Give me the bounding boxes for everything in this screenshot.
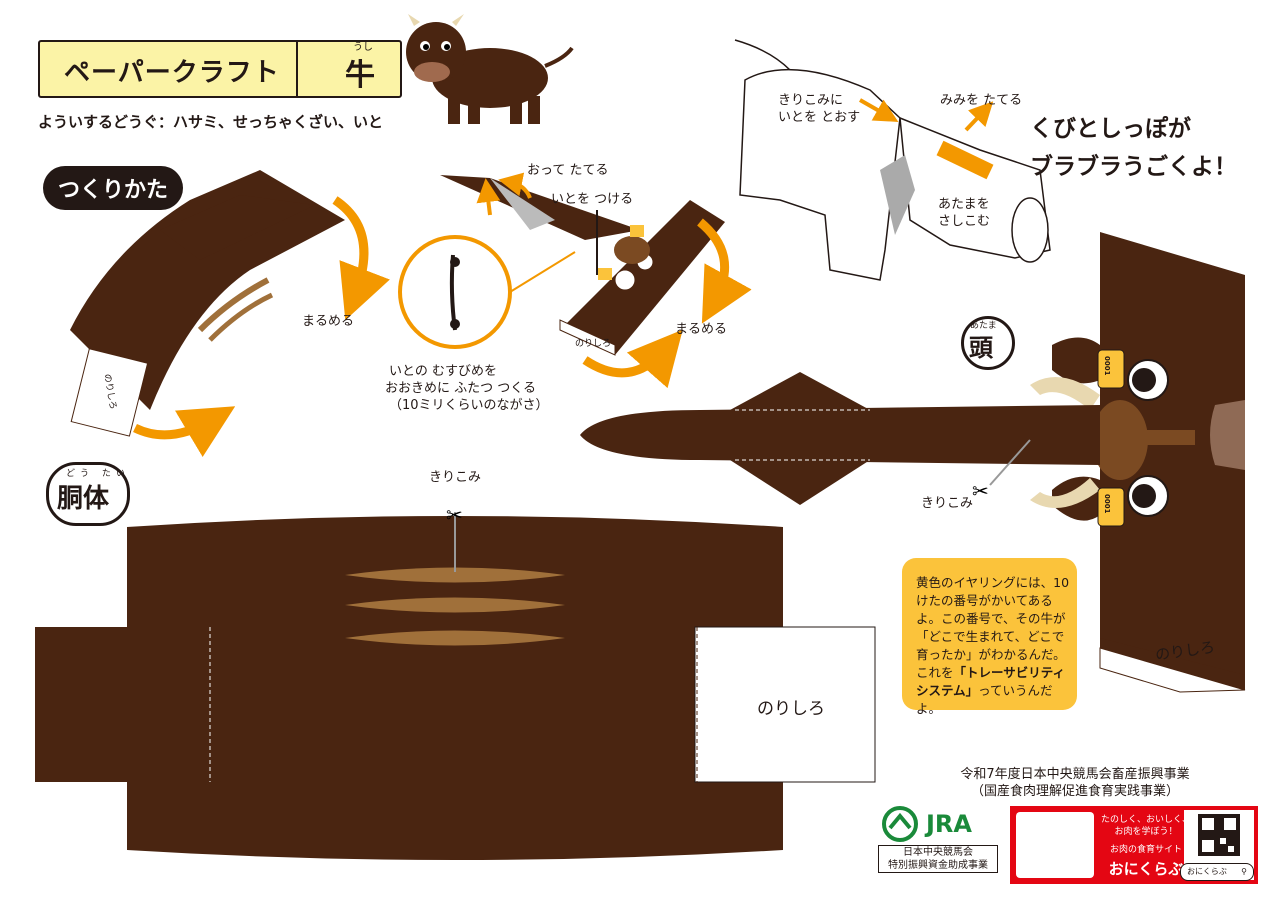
info-line: よ。この番号で、その牛が: [916, 611, 1066, 626]
slogan: くびとしっぽが ブラブラうごくよ！: [1030, 110, 1237, 186]
search-icon: ⚲: [1241, 867, 1247, 876]
credit-line-2: （国産食肉理解促進食育実践事業）: [970, 784, 1179, 799]
ears-fold-label: おって たてる: [527, 163, 609, 178]
info-last-line: これを「トレーサビリティシステム」っていうんだよ。: [916, 664, 1071, 718]
scissors-icon: ✂: [446, 503, 463, 527]
head-section-label: 頭: [969, 334, 993, 362]
slogan-line-1: くびとしっぽが: [1030, 116, 1191, 142]
oniku-name: おにくらぶ: [1108, 860, 1184, 878]
knot-detail-circle: [398, 235, 576, 349]
glue-tab-label-body: のりしろ: [757, 699, 825, 719]
jra-line-2: 特別振興資金助成事業: [888, 860, 988, 871]
info-line: けたの番号がかいてある: [916, 593, 1053, 608]
body-ruby: どう たい: [66, 469, 130, 479]
cut-head-label: きりこみ: [921, 496, 974, 511]
scissors-icon-head: ✂: [972, 479, 989, 503]
oniku-tagline: たのしく、おいしく、 お肉を学ぼう！: [1100, 814, 1192, 838]
subject-title: 牛: [345, 58, 375, 93]
oniku-tagline-2: お肉を学ぼう！: [1114, 827, 1178, 837]
subject-ruby: うし: [353, 42, 373, 53]
roll-label-1: まるめる: [302, 314, 355, 329]
oniku-tagline-1: たのしく、おいしく、: [1100, 815, 1191, 825]
tools-list: よういするどうぐ：ハサミ、せっちゃくざい、いと: [38, 113, 384, 131]
roll-label-2: まるめる: [675, 322, 728, 337]
credit-text: 令和7年度日本中央競馬会畜産振興事業 （国産食肉理解促進食育実践事業）: [910, 766, 1240, 800]
thread-attach-label: いとを つける: [551, 192, 634, 207]
cow-mascot-icon: [406, 14, 574, 124]
cut-thread-label-2: いとを とおす: [778, 110, 861, 125]
search-label: おにくらぶ: [1187, 867, 1227, 876]
body-section-label: 胴体: [57, 484, 110, 514]
search-box[interactable]: おにくらぶ ⚲: [1180, 863, 1254, 881]
jra-logo-text: JRA: [926, 810, 972, 838]
glue-tab-label-step2: のりしろ: [575, 339, 612, 349]
info-suffix: っていうんだよ。: [916, 683, 1053, 716]
jra-logo: JRA: [882, 806, 994, 842]
info-line: 黄色のイヤリングには、10: [916, 575, 1070, 590]
ears-up-label: みみを たてる: [940, 93, 1023, 108]
howto-badge: つくりかた: [43, 166, 183, 210]
title-box: [38, 40, 402, 98]
info-term: 「トレーサビリティシステム」: [916, 665, 1066, 698]
body-section-badge: [46, 462, 130, 526]
oniku-site: お肉の食育サイト: [1109, 845, 1182, 855]
info-line: 育ったか」がわかるんだ。: [916, 647, 1066, 662]
body-pattern: [35, 512, 876, 860]
credit-line-1: 令和7年度日本中央競馬会畜産振興事業: [960, 767, 1190, 782]
knot-note-3: （10ミリくらいのながさ）: [389, 398, 549, 413]
head-section-badge: [961, 316, 1015, 370]
info-text: 黄色のイヤリングには、10 けたの番号がかいてある よ。この番号で、その牛が 「…: [916, 574, 1071, 718]
oniku-mascot-icon: [1016, 812, 1094, 878]
cut-thread-label-1: きりこみに: [778, 93, 844, 108]
head-assembly-diagram: [440, 172, 752, 389]
assembled-cow-diagram: [734, 39, 1051, 281]
head-insert-label-1: あたまを: [938, 197, 990, 212]
ear-tag-number-2: 0001: [1103, 494, 1111, 514]
head-pattern: [580, 232, 1246, 693]
slogan-line-2: ブラブラうごくよ！: [1030, 154, 1237, 180]
info-prefix: これを: [916, 665, 954, 680]
knot-note-1: いとの むすびめを: [389, 364, 498, 379]
knot-note-2: おおきめに ふたつ つくる: [385, 381, 537, 396]
jra-caption: 日本中央競馬会 特別振興資金助成事業: [878, 845, 998, 873]
info-callout: [902, 558, 1077, 710]
body-roll-diagram: [70, 170, 390, 458]
ear-tag-number-1: 0001: [1103, 356, 1111, 376]
info-line: 「どこで生まれて、どこで: [916, 629, 1065, 644]
jra-line-1: 日本中央競馬会: [903, 847, 973, 858]
page-title: ペーパークラフト: [64, 58, 280, 88]
head-insert-label-2: さしこむ: [938, 214, 991, 229]
cut-body-label: きりこみ: [429, 470, 482, 485]
head-ruby: あたま: [970, 321, 997, 331]
